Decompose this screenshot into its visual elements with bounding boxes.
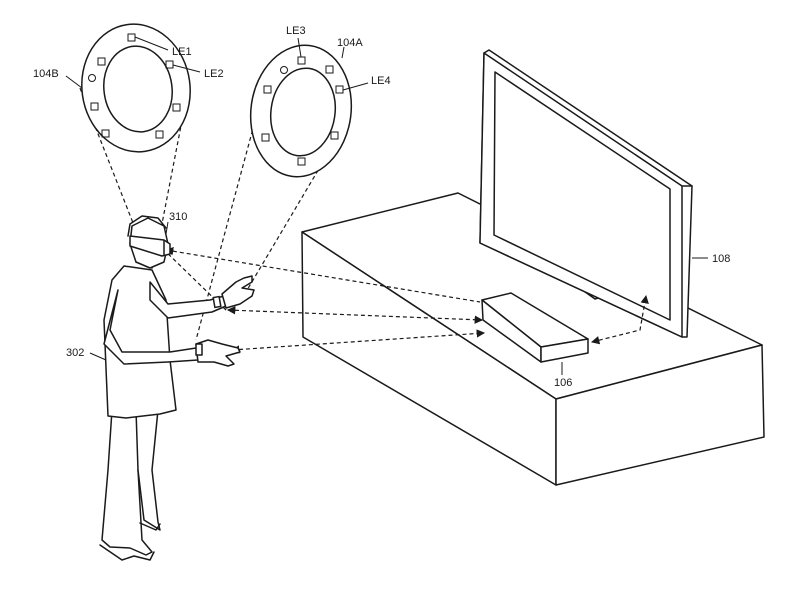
label-le3: LE3 (286, 25, 306, 37)
label-106: 106 (554, 377, 572, 389)
label-302: 302 (66, 347, 84, 359)
label-le2: LE2 (204, 68, 224, 80)
leader-lines (89, 221, 708, 375)
game-console (481, 292, 589, 363)
glove-ring-104a (249, 37, 369, 178)
label-104a: 104A (337, 37, 363, 49)
reference-labels: LE1 LE2 LE3 LE4 104A 104B 310 302 106 10… (33, 25, 730, 389)
label-104b: 104B (33, 68, 59, 80)
label-le4: LE4 (371, 75, 391, 87)
tv-stand (301, 192, 765, 486)
label-310: 310 (169, 211, 187, 223)
television (479, 49, 693, 338)
glove-ring-104b (65, 23, 201, 153)
label-le1: LE1 (172, 46, 192, 58)
person-user (99, 215, 255, 561)
label-108: 108 (712, 253, 730, 265)
